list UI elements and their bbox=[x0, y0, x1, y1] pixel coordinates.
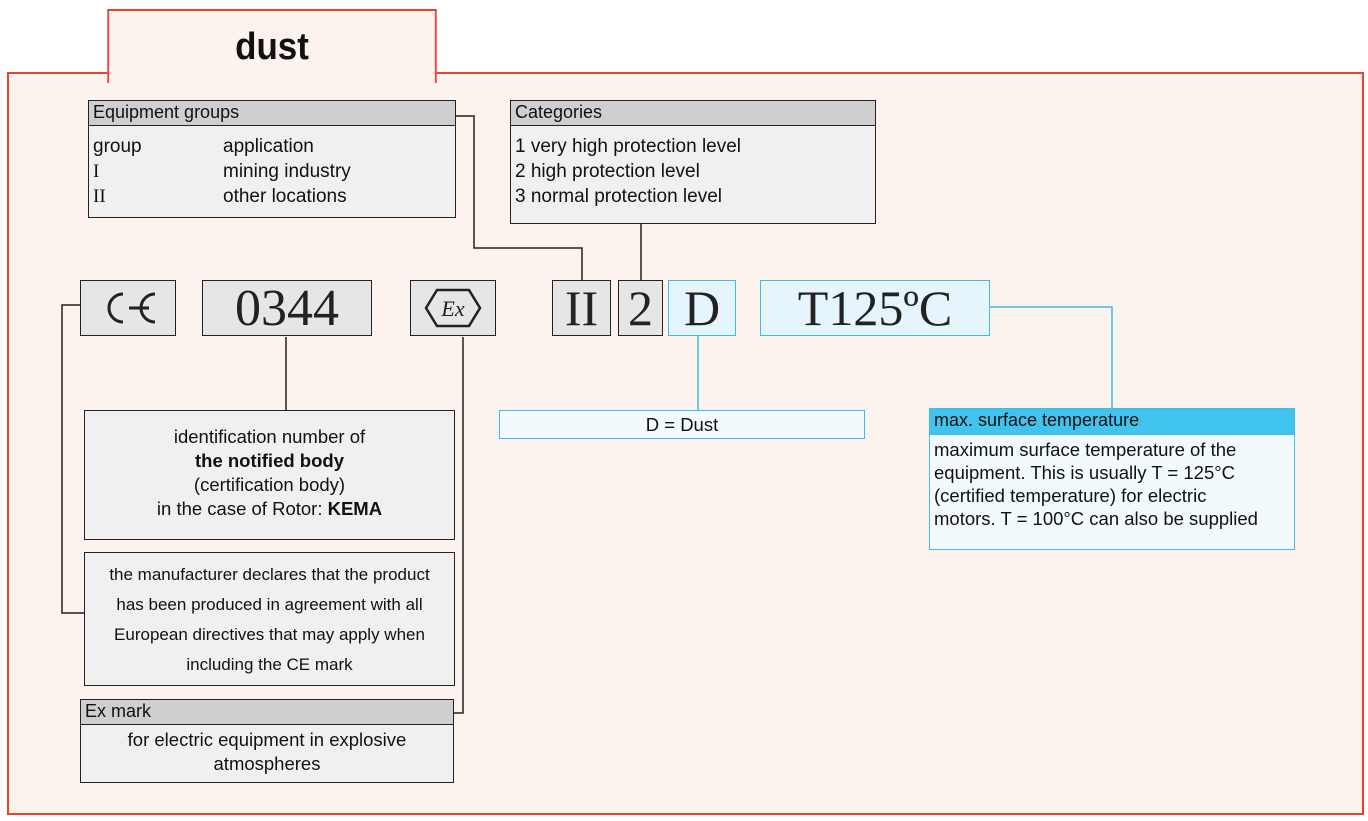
application-value: mining industry bbox=[223, 161, 351, 182]
dust-mark-text: D bbox=[683, 280, 721, 336]
ce-declaration-line: European directives that may apply when bbox=[114, 625, 425, 644]
equipment-group-row: II other locations bbox=[89, 184, 455, 209]
category-item: 2 high protection level bbox=[515, 161, 700, 182]
surface-temperature-line: maximum surface temperature of the bbox=[934, 439, 1237, 460]
surface-temperature-line: motors. T = 100°C can also be supplied bbox=[934, 508, 1258, 529]
category-item: 3 normal protection level bbox=[515, 186, 722, 207]
ex-mark-header: Ex mark bbox=[81, 700, 453, 725]
ex-mark-line: atmospheres bbox=[213, 753, 321, 774]
ce-declaration-box: the manufacturer declares that the produ… bbox=[84, 552, 455, 686]
rotor-prefix: in the case of Rotor: bbox=[156, 498, 328, 519]
dust-mark: D bbox=[668, 280, 736, 336]
temperature-mark: T125ºC bbox=[760, 280, 990, 336]
ce-logo-icon bbox=[107, 292, 156, 324]
category-mark: 2 bbox=[618, 280, 663, 336]
line-ce-to-declaration bbox=[61, 304, 84, 614]
temperature-mark-text: T125ºC bbox=[797, 280, 953, 336]
category-mark-text: 2 bbox=[628, 280, 653, 336]
group-value: II bbox=[93, 186, 106, 207]
number-text: 0344 bbox=[235, 279, 339, 337]
surface-temperature-line: (certified temperature) for electric bbox=[934, 485, 1207, 506]
notified-body-number: 0344 bbox=[202, 279, 372, 337]
category-item: 1 very high protection level bbox=[515, 136, 742, 157]
column-application: application bbox=[223, 136, 314, 157]
dust-label: D = Dust bbox=[645, 414, 719, 435]
surface-temperature-line: equipment. This is usually T = 125°C bbox=[934, 462, 1235, 483]
ce-mark bbox=[80, 280, 176, 336]
categories-box: Categories 1 very high protection level … bbox=[510, 100, 876, 224]
notified-body-line-bold: the notified body bbox=[194, 450, 344, 471]
equipment-groups-column-headers: group application bbox=[89, 134, 455, 159]
ex-mark: Ex bbox=[410, 280, 496, 336]
group-mark: II bbox=[552, 280, 611, 336]
group-value: I bbox=[93, 161, 100, 182]
dust-label-box: D = Dust bbox=[499, 410, 865, 439]
ex-mark-line: for electric equipment in explosive bbox=[127, 729, 407, 750]
line-T-to-temp bbox=[990, 306, 1113, 408]
title-tab: dust bbox=[107, 9, 437, 83]
application-value: other locations bbox=[223, 186, 347, 207]
surface-temperature-header: max. surface temperature bbox=[930, 409, 1294, 435]
line-groups-to-II bbox=[455, 115, 583, 280]
equipment-groups-header: Equipment groups bbox=[89, 101, 455, 126]
page-title: dust bbox=[235, 25, 309, 68]
kema-name: KEMA bbox=[327, 498, 383, 519]
notified-body-line: in the case of Rotor: KEMA bbox=[85, 497, 454, 521]
group-mark-text: II bbox=[564, 280, 599, 336]
line-ex-to-exmark bbox=[454, 337, 464, 714]
notified-body-box: identification number of the notified bo… bbox=[84, 410, 455, 540]
ex-text: Ex bbox=[440, 296, 464, 321]
notified-body-line: identification number of bbox=[173, 426, 366, 447]
categories-header: Categories bbox=[511, 101, 875, 126]
ce-declaration-line: has been produced in agreement with all bbox=[116, 595, 423, 614]
notified-body-line: (certification body) bbox=[193, 474, 346, 495]
ex-hexagon-icon: Ex bbox=[424, 288, 482, 328]
ce-declaration-line: including the CE mark bbox=[186, 655, 353, 674]
ce-declaration-line: the manufacturer declares that the produ… bbox=[109, 565, 430, 584]
ex-mark-box: Ex mark for electric equipment in explos… bbox=[80, 699, 454, 783]
surface-temperature-box: max. surface temperature maximum surface… bbox=[929, 408, 1295, 550]
column-group: group bbox=[93, 136, 142, 157]
